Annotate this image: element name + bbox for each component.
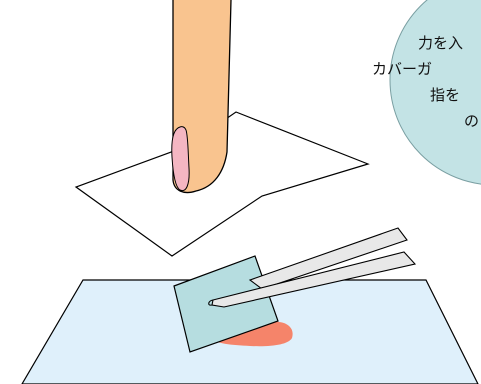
callout-line-1: 力を入 xyxy=(418,34,463,52)
callout-line-3: 指を xyxy=(430,86,460,104)
callout-line-2: カバーガ xyxy=(372,60,432,78)
callout-line-4: の xyxy=(464,112,479,130)
callout-bubble: 力を入 カバーガ 指を の xyxy=(372,0,481,185)
finger xyxy=(172,0,231,193)
